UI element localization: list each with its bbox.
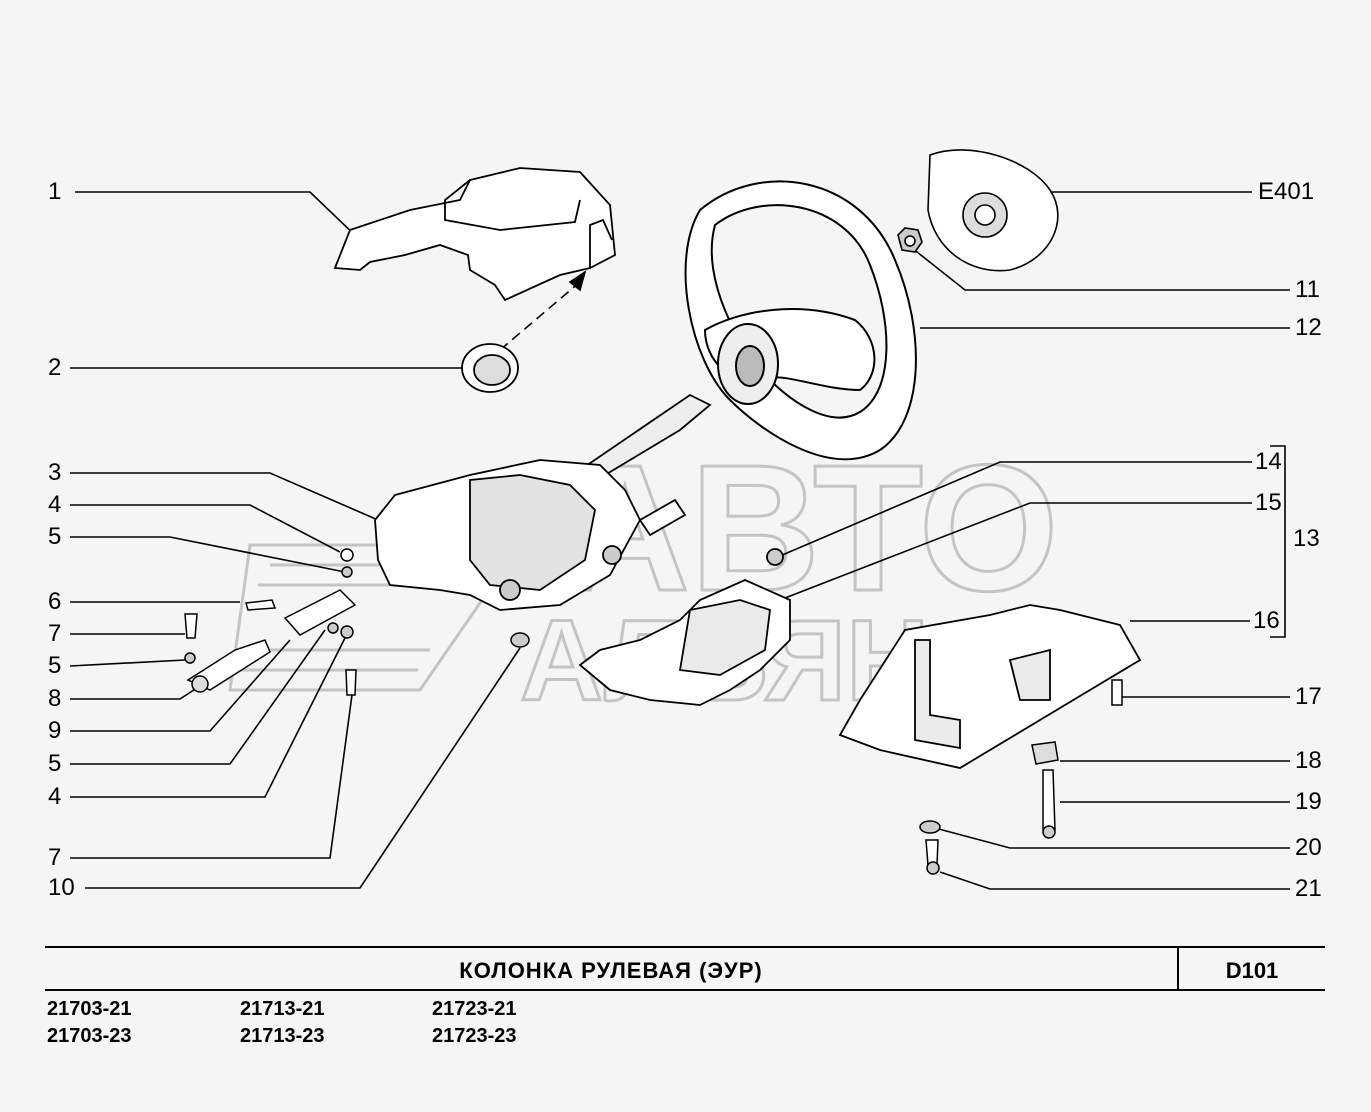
callout-2: 2 <box>48 354 62 381</box>
callout-7b: 7 <box>48 844 62 871</box>
callout-12: 12 <box>1295 314 1322 341</box>
callout-8: 8 <box>48 685 62 712</box>
steering-wheel <box>684 180 917 461</box>
callout-20: 20 <box>1295 834 1322 861</box>
callout-6: 6 <box>48 588 62 615</box>
callout-10: 10 <box>48 874 75 901</box>
callout-9: 9 <box>48 717 62 744</box>
callout-3: 3 <box>48 459 62 486</box>
callout-15: 15 <box>1255 489 1282 516</box>
callout-4b: 4 <box>48 783 62 810</box>
title-rule-bottom <box>45 989 1325 991</box>
fasteners-left <box>184 548 530 696</box>
callout-7: 7 <box>48 620 62 647</box>
model-number: 21703-21 <box>47 998 132 1020</box>
callout-5c: 5 <box>48 750 62 777</box>
model-number: 21713-21 <box>240 998 325 1020</box>
callout-4: 4 <box>48 491 62 518</box>
callout-19: 19 <box>1295 788 1322 815</box>
diagram-title: КОЛОНКА РУЛЕВАЯ (ЭУР) <box>459 958 763 983</box>
wheel-nut <box>897 227 923 253</box>
model-number: 21723-21 <box>432 998 517 1020</box>
lower-shroud-right <box>838 604 1142 769</box>
title-rule-top <box>45 946 1325 948</box>
leader-lines <box>69 191 1290 890</box>
lower-shroud-left <box>578 548 791 706</box>
callout-21: 21 <box>1295 875 1322 902</box>
model-number: 21713-23 <box>240 1025 325 1047</box>
callout-14: 14 <box>1255 448 1282 475</box>
callout-16: 16 <box>1253 607 1280 634</box>
fasteners-right <box>919 679 1123 875</box>
callout-5b: 5 <box>48 652 62 679</box>
diagram-code: D101 <box>1225 958 1279 983</box>
callout-e401: E401 <box>1258 178 1315 205</box>
callout-1: 1 <box>48 178 62 205</box>
callout-11: 11 <box>1295 276 1320 303</box>
seal-ring <box>461 343 519 393</box>
upper-shroud <box>333 167 616 302</box>
title-block: КОЛОНКА РУЛЕВАЯ (ЭУР) D101 <box>45 946 1325 991</box>
callout-5: 5 <box>48 523 62 550</box>
steering-column-illustration: АВТО АЛЬЯНС <box>69 149 1290 890</box>
callout-13: 13 <box>1293 525 1320 552</box>
title-divider <box>1177 946 1179 991</box>
model-number: 21703-23 <box>47 1025 132 1047</box>
column-assembly <box>374 393 712 611</box>
watermark-line1: АВТО <box>560 428 1059 629</box>
model-number: 21723-23 <box>432 1025 517 1047</box>
callout-17: 17 <box>1295 683 1322 710</box>
airbag-module <box>927 149 1059 272</box>
callout-18: 18 <box>1295 747 1322 774</box>
